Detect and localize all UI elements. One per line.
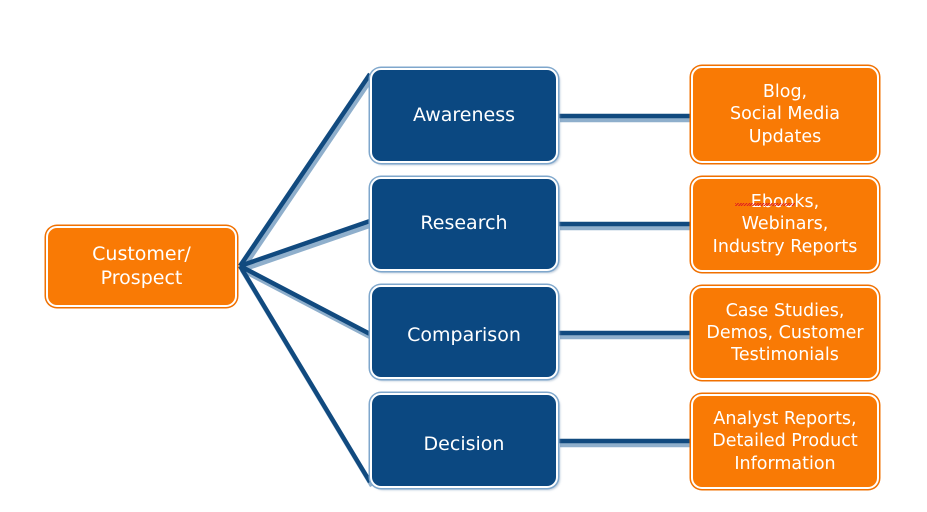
content-node-label: Case Studies, Demos, Customer Testimonia… [706,300,864,366]
stage-node-label: Research [420,212,508,235]
connector-source-to-decision [238,264,372,484]
stage-node-research[interactable]: Research [370,177,558,271]
content-node-comparison-assets[interactable]: Case Studies, Demos, Customer Testimonia… [691,286,879,380]
stage-node-comparison[interactable]: Comparison [370,285,558,379]
source-node-customer-prospect[interactable]: Customer/ Prospect [46,226,237,307]
stage-node-label: Comparison [407,324,521,347]
content-node-label: Analyst Reports, Detailed Product Inform… [712,409,858,474]
stage-node-awareness[interactable]: Awareness [370,68,558,163]
stage-node-label: Decision [423,432,505,455]
stage-node-decision[interactable]: Decision [370,393,558,488]
connector-source-to-comparison [238,264,372,336]
content-node-label: Ebooks, Webinars, Industry Reports [712,192,858,257]
content-node-label: Blog, Social Media Updates [729,82,840,147]
source-node-label: Customer/ Prospect [92,242,191,289]
connector-source-to-awareness [238,72,372,268]
content-node-decision-assets[interactable]: Analyst Reports, Detailed Product Inform… [691,394,879,489]
connector-source-to-research [239,218,371,269]
content-node-research-assets[interactable]: Ebooks, Webinars, Industry Reports [691,177,879,272]
stage-node-label: Awareness [412,103,516,126]
content-node-awareness-assets[interactable]: Blog, Social Media Updates [691,66,879,163]
